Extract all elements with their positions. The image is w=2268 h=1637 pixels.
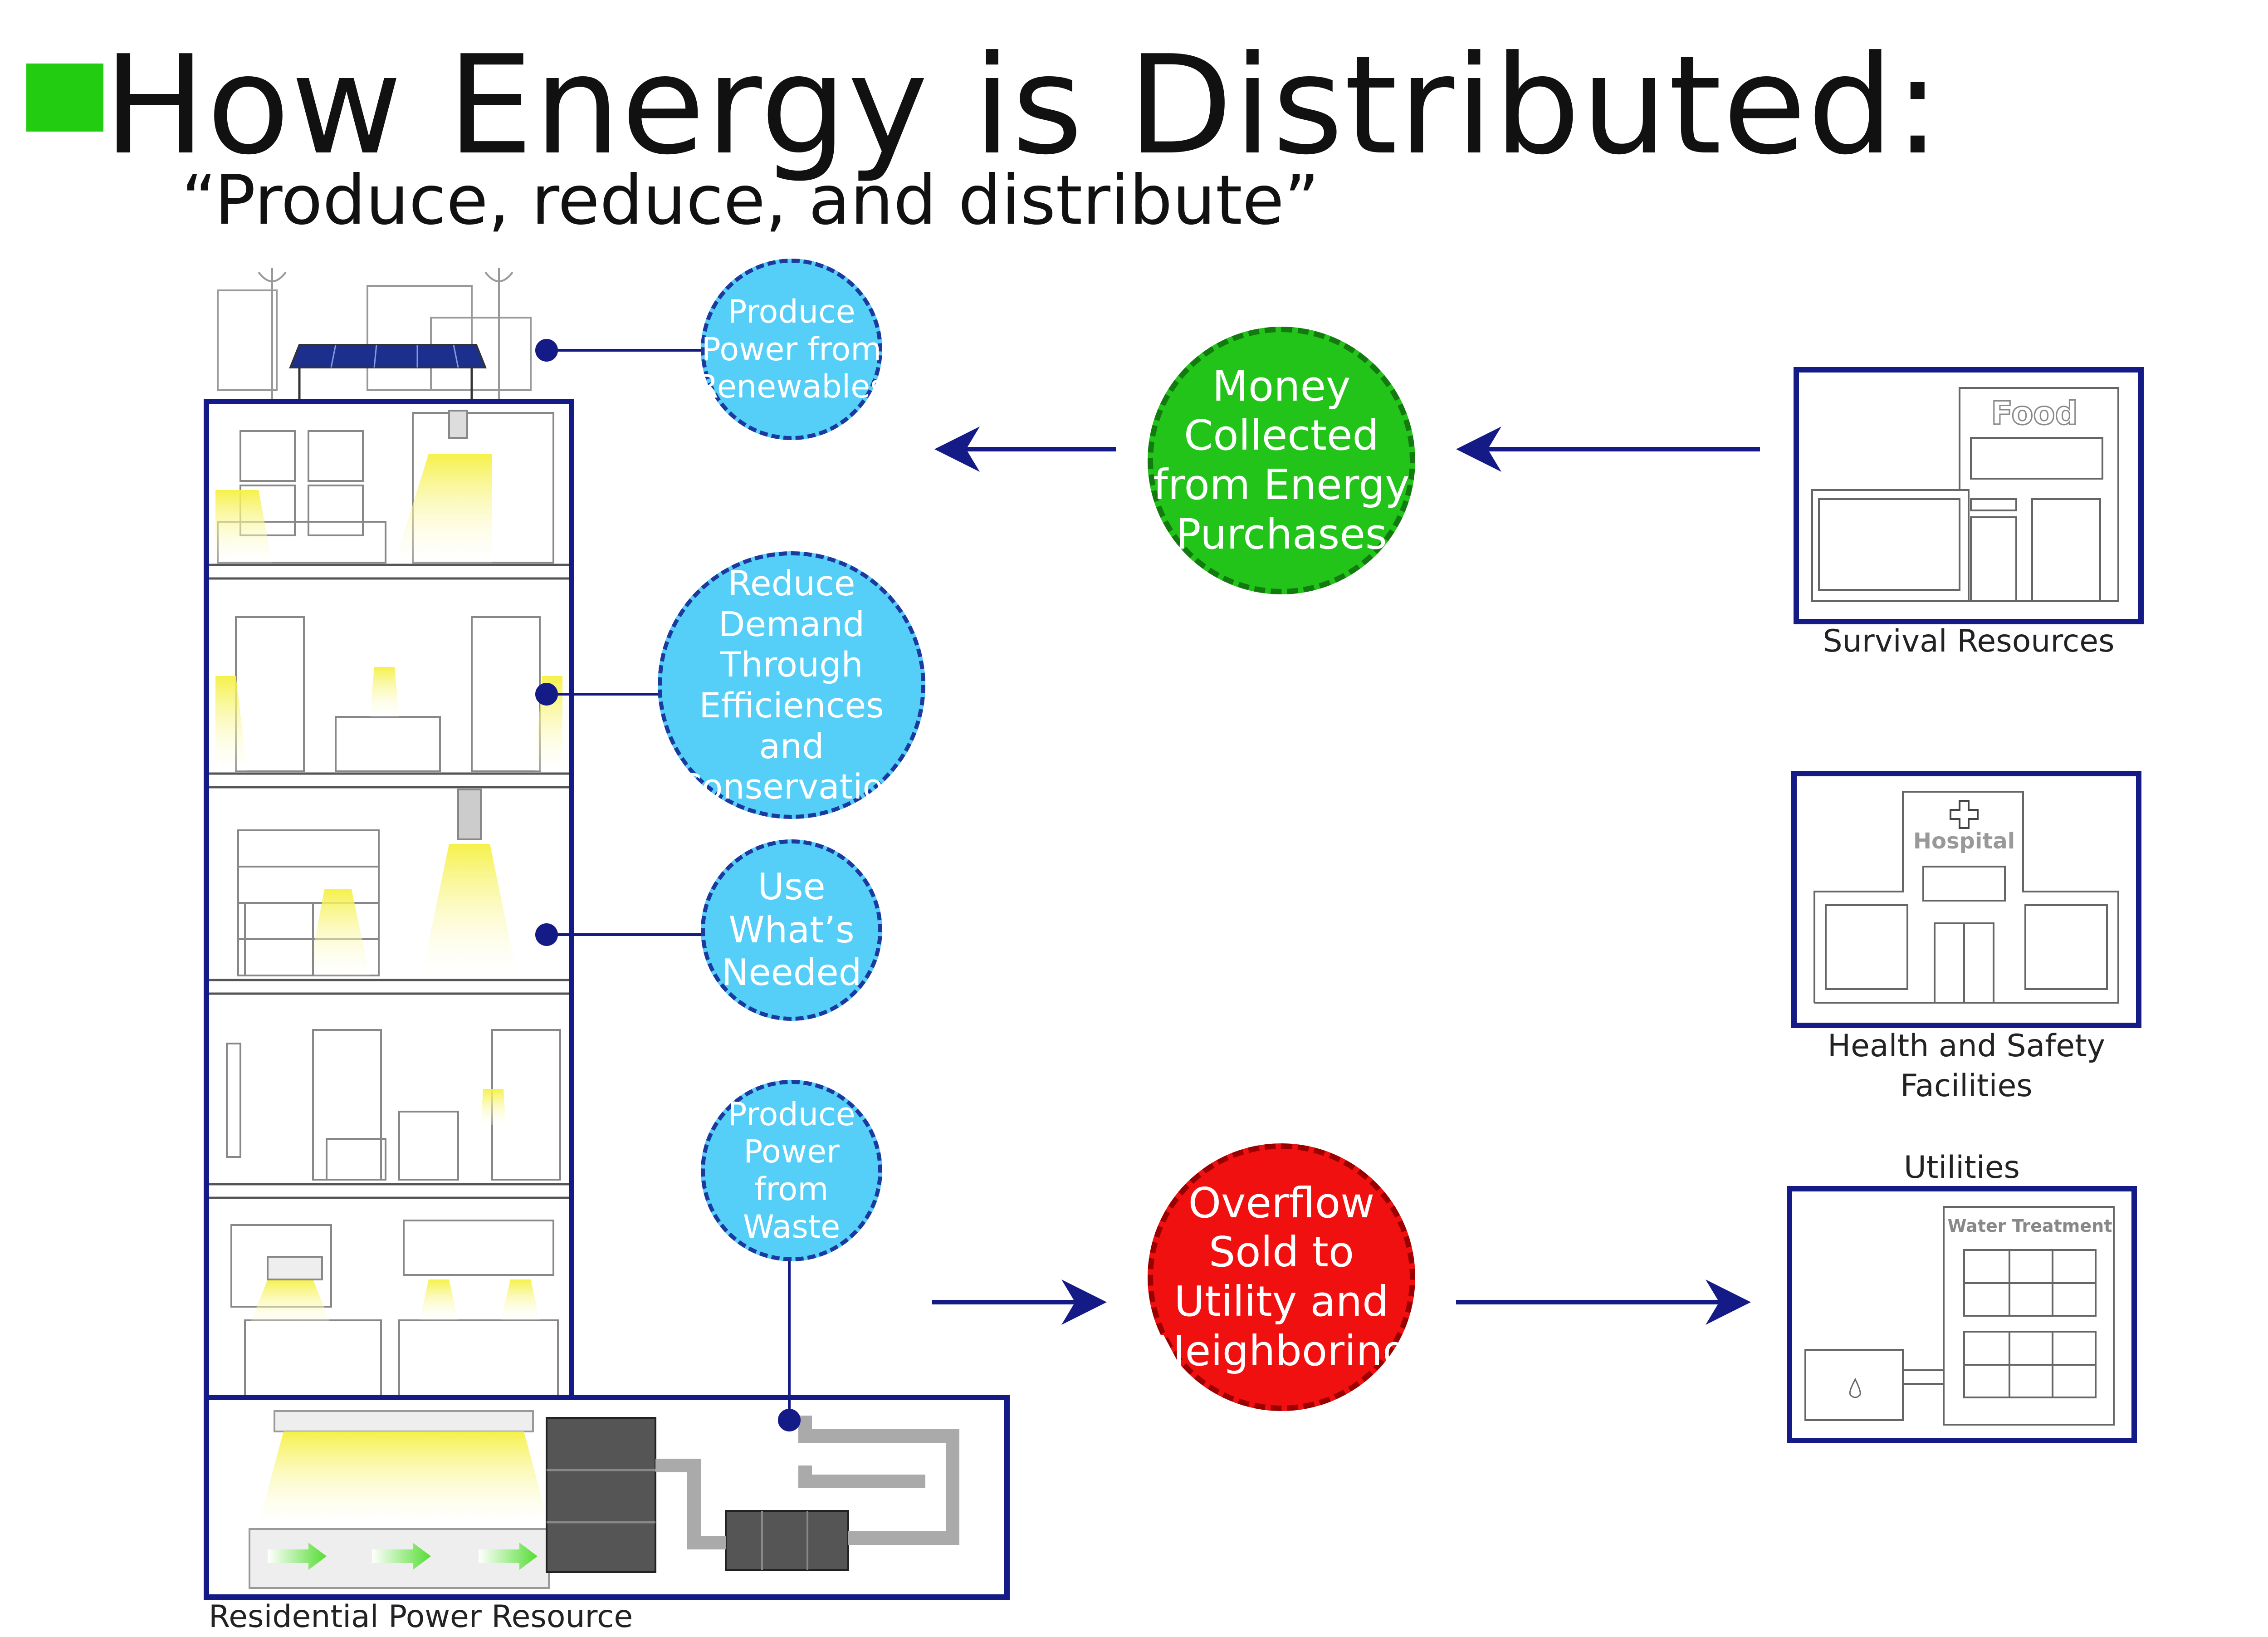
flow-arrows xyxy=(932,426,1760,1325)
floor-4-room xyxy=(226,1029,561,1181)
caption-survival-resources: Survival Resources xyxy=(1823,623,2115,659)
bubble-reduce-demand: Reduce Demand Through Efficiences and Co… xyxy=(658,551,925,819)
caption-health-safety: Health and Safety Facilities xyxy=(1828,1028,2105,1104)
title-square-icon xyxy=(26,64,103,132)
hospital-label: Hospital xyxy=(1913,828,2015,854)
bubble-produce-waste-text: Produce Power from Waste xyxy=(728,1095,855,1245)
hospital-cross-icon xyxy=(1950,800,1979,829)
bubble-overflow-sold: Overflow Sold to Utility and Neighboring xyxy=(1148,1143,1415,1411)
residential-tower xyxy=(204,399,574,1402)
bubble-overflow-sold-text: Overflow Sold to Utility and Neighboring xyxy=(1154,1178,1409,1375)
rooftop xyxy=(217,268,532,399)
caption-utilities: Utilities xyxy=(1904,1150,2020,1186)
caption-residential-power: Residential Power Resource xyxy=(209,1599,633,1635)
page-subtitle: “Produce, reduce, and distribute” xyxy=(181,161,1320,240)
page-title: How Energy is Distributed: xyxy=(103,26,1941,185)
bubble-money-collected-text: Money Collected from Energy Purchases xyxy=(1153,362,1410,559)
basement-equipment xyxy=(249,1410,959,1589)
utilities-building: Water Treatment xyxy=(1787,1186,2137,1443)
solar-panel-icon xyxy=(289,344,487,399)
floor-3-room xyxy=(237,789,517,976)
water-drop-icon xyxy=(1849,1377,1861,1398)
water-treatment-label: Water Treatment xyxy=(1948,1216,2112,1236)
bubble-use-needed-text: Use What’s Needed xyxy=(721,866,862,994)
floor-slabs xyxy=(209,564,569,1199)
survival-resources-building: Food xyxy=(1794,367,2144,624)
bubble-reduce-demand-text: Reduce Demand Through Efficiences and Co… xyxy=(677,563,906,807)
bubble-produce-waste: Produce Power from Waste xyxy=(701,1080,882,1261)
hospital-building: Hospital xyxy=(1791,771,2141,1028)
bubble-produce-renewables: Produce Power from Renewables xyxy=(696,259,887,440)
connector-lines xyxy=(535,339,801,1431)
food-label: Food xyxy=(1991,395,2077,432)
floor-1-room xyxy=(215,410,554,564)
bubble-money-collected: Money Collected from Energy Purchases xyxy=(1148,327,1415,594)
bubble-produce-renewables-text: Produce Power from Renewables xyxy=(696,293,887,406)
bubble-use-needed: Use What’s Needed xyxy=(701,839,882,1021)
